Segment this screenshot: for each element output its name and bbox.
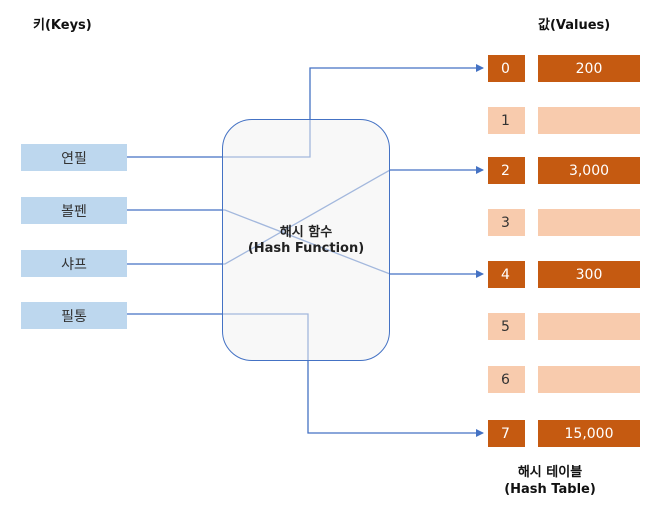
slot-value-0: 200 (538, 55, 640, 82)
slot-index-5: 5 (488, 313, 525, 340)
slot-value-2: 3,000 (538, 157, 640, 184)
hash-function-label-en: (Hash Function) (247, 241, 365, 256)
hash-table-caption: 해시 테이블 (517, 465, 583, 480)
connector-key-0 (127, 64, 484, 158)
keys-heading: 키(Keys) (33, 18, 92, 33)
slot-index-7: 7 (488, 420, 525, 447)
slot-index-6: 6 (488, 366, 525, 393)
hash-function-label: 해시 함수 (279, 225, 333, 240)
slot-index-2: 2 (488, 157, 525, 184)
slot-value-1 (538, 107, 640, 134)
key-box-1: 볼펜 (21, 197, 127, 224)
slot-value-3 (538, 209, 640, 236)
slot-index-0: 0 (488, 55, 525, 82)
slot-value-6 (538, 366, 640, 393)
slot-value-4: 300 (538, 261, 640, 288)
connector-key-3 (127, 313, 484, 437)
slot-value-7: 15,000 (538, 420, 640, 447)
key-box-0: 연필 (21, 144, 127, 171)
slot-index-3: 3 (488, 209, 525, 236)
key-box-2: 샤프 (21, 250, 127, 277)
slot-index-1: 1 (488, 107, 525, 134)
key-box-3: 필통 (21, 302, 127, 329)
slot-value-5 (538, 313, 640, 340)
hash-function-box (222, 119, 390, 361)
hash-table-caption-en: (Hash Table) (504, 482, 596, 497)
values-heading: 값(Values) (538, 18, 611, 33)
slot-index-4: 4 (488, 261, 525, 288)
